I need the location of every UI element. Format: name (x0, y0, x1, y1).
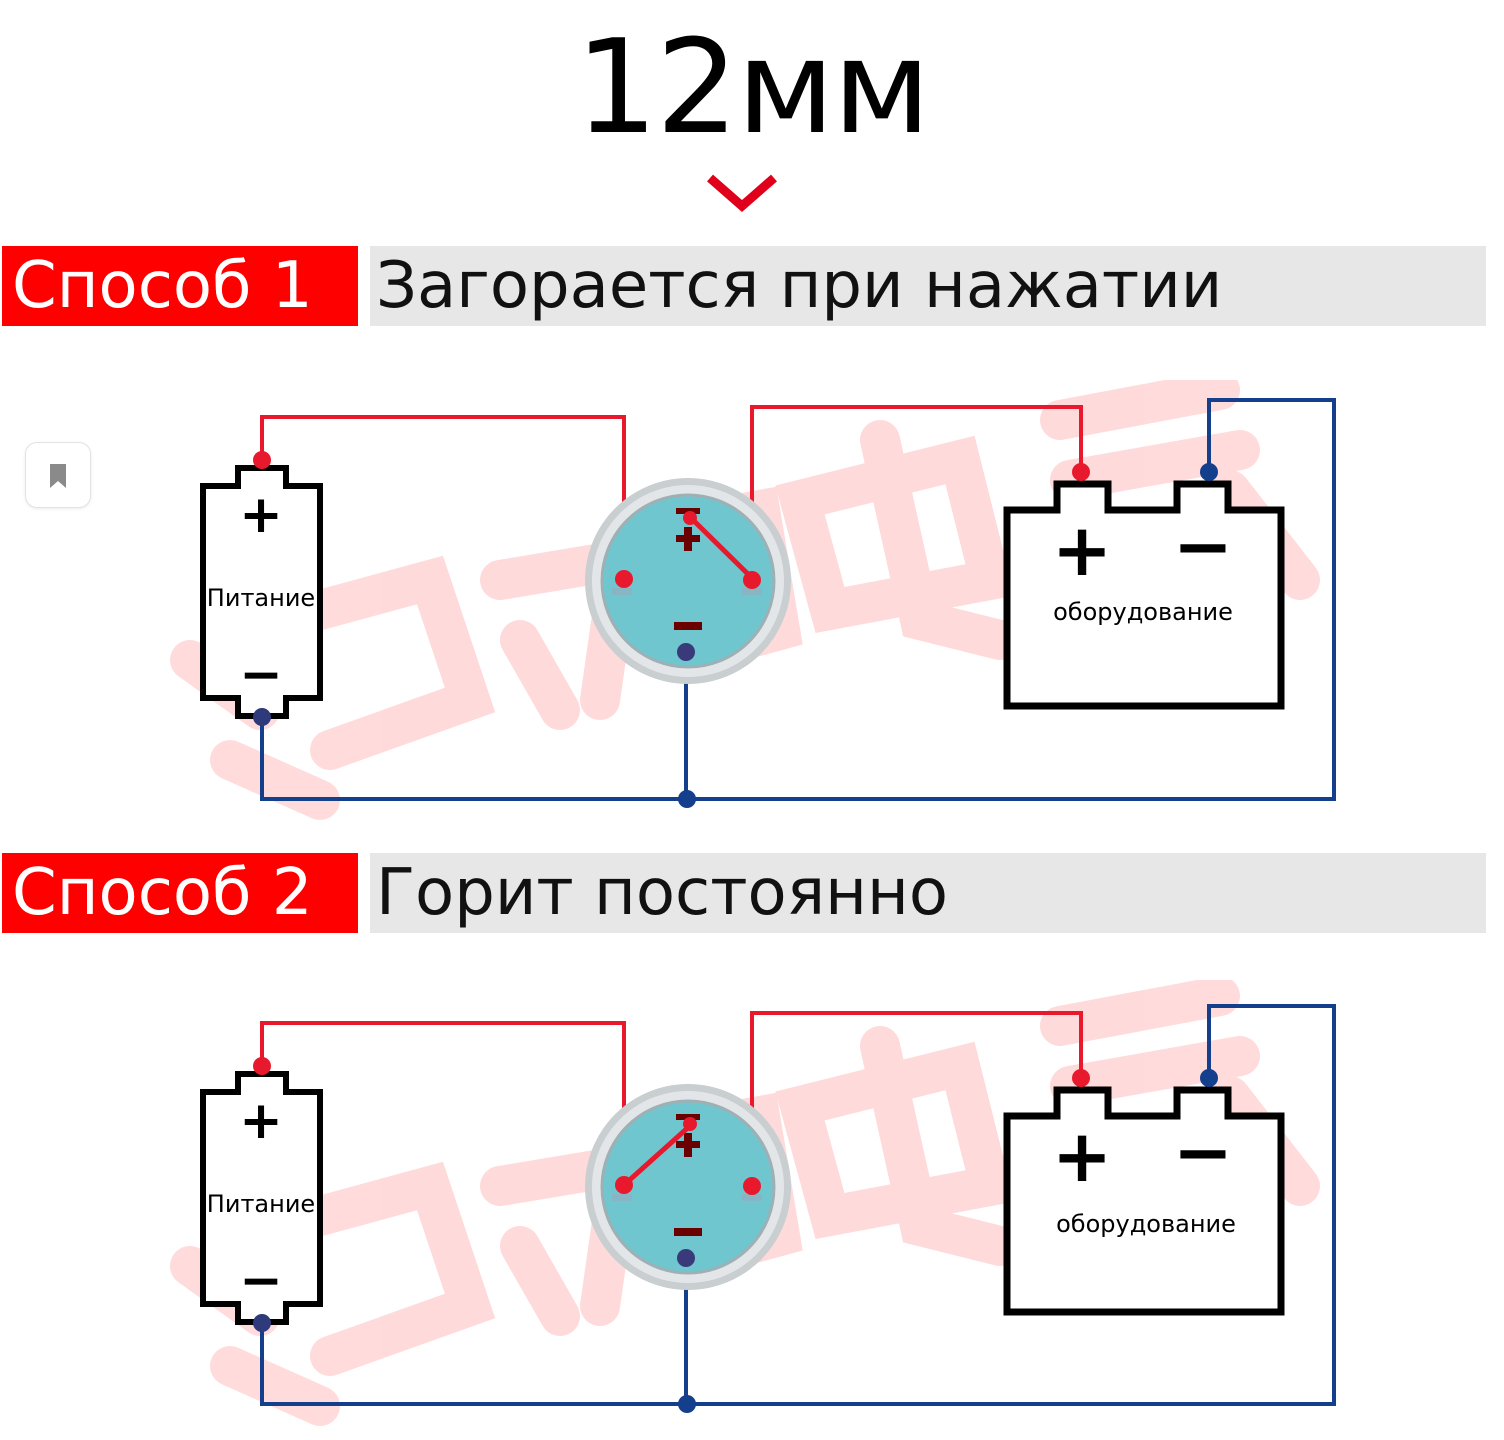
device-minus-sign: − (1173, 504, 1233, 588)
push-button-switch (585, 1084, 791, 1290)
terminal-dot (253, 1057, 271, 1075)
wiring-diagram-1: + Питание − + − оборудование (170, 380, 1336, 820)
page-title: 12мм (575, 11, 931, 163)
terminal-dot (683, 1117, 697, 1131)
device-label: оборудование (1056, 1210, 1236, 1238)
chevron-down-icon (707, 174, 777, 212)
power-supply: + Питание − (200, 465, 323, 719)
terminal-dot (677, 1249, 695, 1267)
power-label: Питание (207, 1190, 315, 1218)
terminal-dot (615, 570, 633, 588)
bookmark-button[interactable] (25, 442, 91, 508)
terminal-dot (253, 708, 271, 726)
device-minus-sign: − (1173, 1110, 1233, 1194)
positive-wire-to-switch (260, 415, 626, 578)
method-1-header: Способ 1 Загорается при нажатии (0, 246, 1504, 328)
wiring-diagram-2: + Питание − + − оборудование (170, 980, 1336, 1426)
terminal-dot (1200, 463, 1218, 481)
switch-to-device-wire (750, 405, 1083, 580)
terminal-dot (1072, 1069, 1090, 1087)
negative-return-wire (260, 1004, 1336, 1406)
switch-to-device-wire (750, 1011, 1083, 1186)
terminal-dot (683, 511, 697, 525)
power-minus-sign: − (239, 645, 283, 705)
terminal-dot (615, 1176, 633, 1194)
lamp-bridge-wire (622, 1122, 694, 1187)
device-plus-sign: + (1052, 508, 1112, 592)
device-label: оборудование (1053, 598, 1233, 626)
push-button-switch (585, 478, 791, 684)
junction-dot (678, 790, 696, 808)
power-minus-sign: − (239, 1251, 283, 1311)
power-plus-sign: + (239, 1091, 283, 1151)
terminal-dot (743, 571, 761, 589)
device-plus-sign: + (1052, 1114, 1112, 1198)
equipment-box: + − оборудование (1003, 480, 1285, 710)
positive-wire-to-switch (260, 1021, 626, 1184)
method-tag: Способ 2 (2, 853, 358, 933)
bookmark-icon (50, 464, 66, 488)
terminal-dot (1072, 463, 1090, 481)
junction-dot (678, 1395, 696, 1413)
power-supply: + Питание − (200, 1071, 323, 1325)
terminal-dot (253, 1314, 271, 1332)
method-2-header: Способ 2 Горит постоянно (0, 853, 1504, 935)
power-plus-sign: + (239, 485, 283, 545)
lamp-bridge-wire (689, 516, 755, 581)
method-tag: Способ 1 (2, 246, 358, 326)
terminal-dot (253, 451, 271, 469)
method-description: Загорается при нажатии (370, 246, 1486, 326)
terminal-dot (677, 643, 695, 661)
power-label: Питание (207, 584, 315, 612)
negative-return-wire (260, 398, 1336, 801)
terminal-dot (1200, 1069, 1218, 1087)
method-description: Горит постоянно (370, 853, 1486, 933)
terminal-dot (743, 1177, 761, 1195)
equipment-box: + − оборудование (1003, 1086, 1285, 1316)
